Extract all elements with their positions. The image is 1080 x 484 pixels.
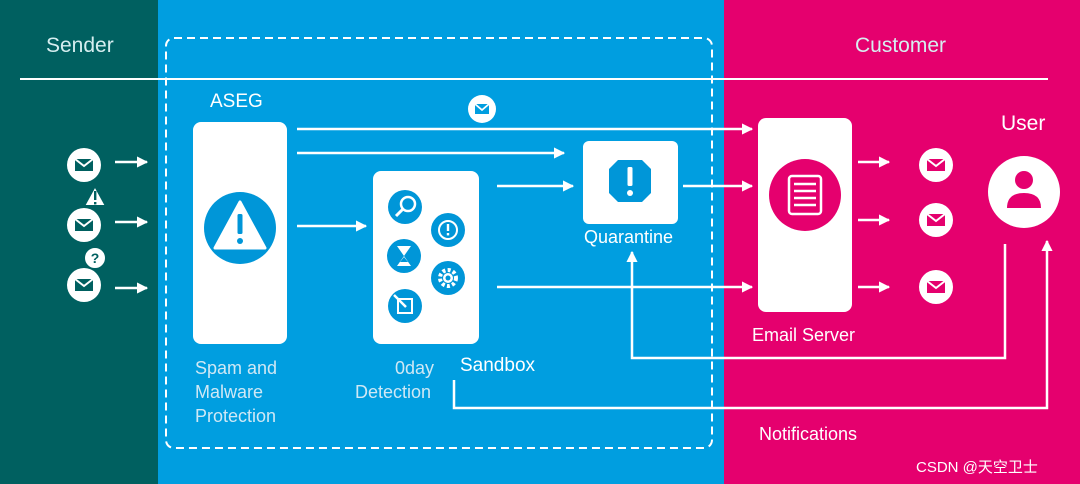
warning-icon <box>204 192 276 264</box>
svg-text:?: ? <box>91 250 100 266</box>
quarantine-label: Quarantine <box>584 227 674 247</box>
alert-icon <box>431 213 465 247</box>
customer-heading: Customer <box>855 34 947 57</box>
notifications-label: Notifications <box>759 424 858 444</box>
suspicious-mail-icon: ? <box>67 246 107 302</box>
email-server-label: Email Server <box>752 325 856 345</box>
aseg-caption-line1: Spam and <box>195 358 278 378</box>
sender-panel <box>0 0 158 484</box>
hourglass-icon <box>387 239 421 273</box>
sandbox-label: Sandbox <box>460 355 536 376</box>
user-icon <box>988 156 1060 228</box>
user-label: User <box>1001 112 1046 135</box>
inspect-icon <box>388 289 422 323</box>
gear-icon <box>431 261 465 295</box>
malicious-mail-icon <box>67 183 108 242</box>
arrow-user-to-quarantine <box>626 244 1007 360</box>
server-icon <box>769 159 841 231</box>
aseg-caption-line3: Protection <box>195 406 277 426</box>
sender-heading: Sender <box>46 34 114 57</box>
delivered-mail-icon <box>919 203 953 237</box>
delivered-mail-icon <box>919 270 953 304</box>
protection-boundary <box>165 37 713 449</box>
arrow-notifications-to-user <box>452 239 1053 410</box>
magnifier-icon <box>388 190 422 224</box>
quarantine-alert-icon <box>609 160 651 202</box>
aseg-title: ASEG <box>210 91 263 112</box>
mail-icon <box>468 95 496 123</box>
incoming-mail-icon <box>67 148 101 182</box>
sandbox-caption-line2: Detection <box>355 382 432 402</box>
delivered-mail-icon <box>919 148 953 182</box>
watermark: CSDN @天空卫士 <box>916 459 1038 476</box>
sandbox-caption-line1: 0day <box>395 358 435 378</box>
aseg-caption-line2: Malware <box>195 382 264 402</box>
